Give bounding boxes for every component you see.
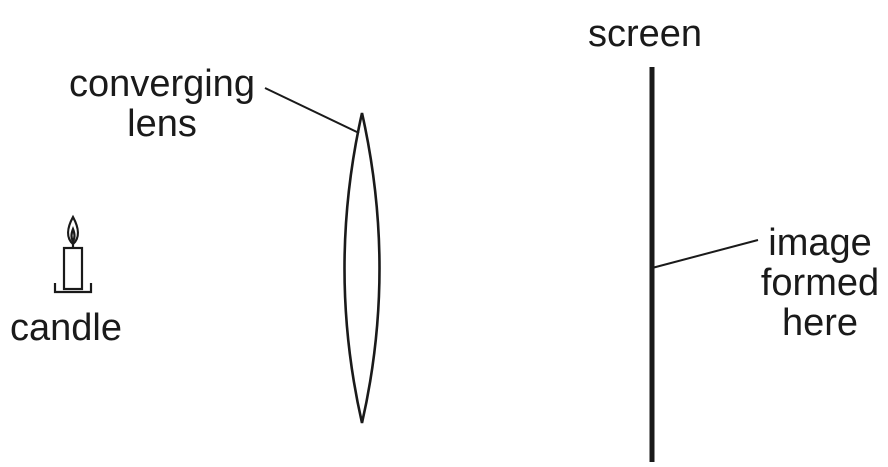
image-label-leader xyxy=(651,239,759,269)
converging-label-line1: converging xyxy=(69,63,255,105)
image-label-line3: here xyxy=(781,302,859,344)
image-label-line1: image xyxy=(768,222,872,264)
converging-lens xyxy=(343,112,381,424)
candle-icon xyxy=(53,214,93,294)
converging-lens-label: converging lens xyxy=(60,64,264,144)
image-label-line2: formed xyxy=(760,262,880,304)
converging-label-line2: lens xyxy=(127,103,197,145)
candle-label: candle xyxy=(10,307,122,349)
image-formed-label: image formed here xyxy=(754,223,886,343)
lens-label-leader xyxy=(264,87,360,134)
screen-label: screen xyxy=(588,13,703,55)
